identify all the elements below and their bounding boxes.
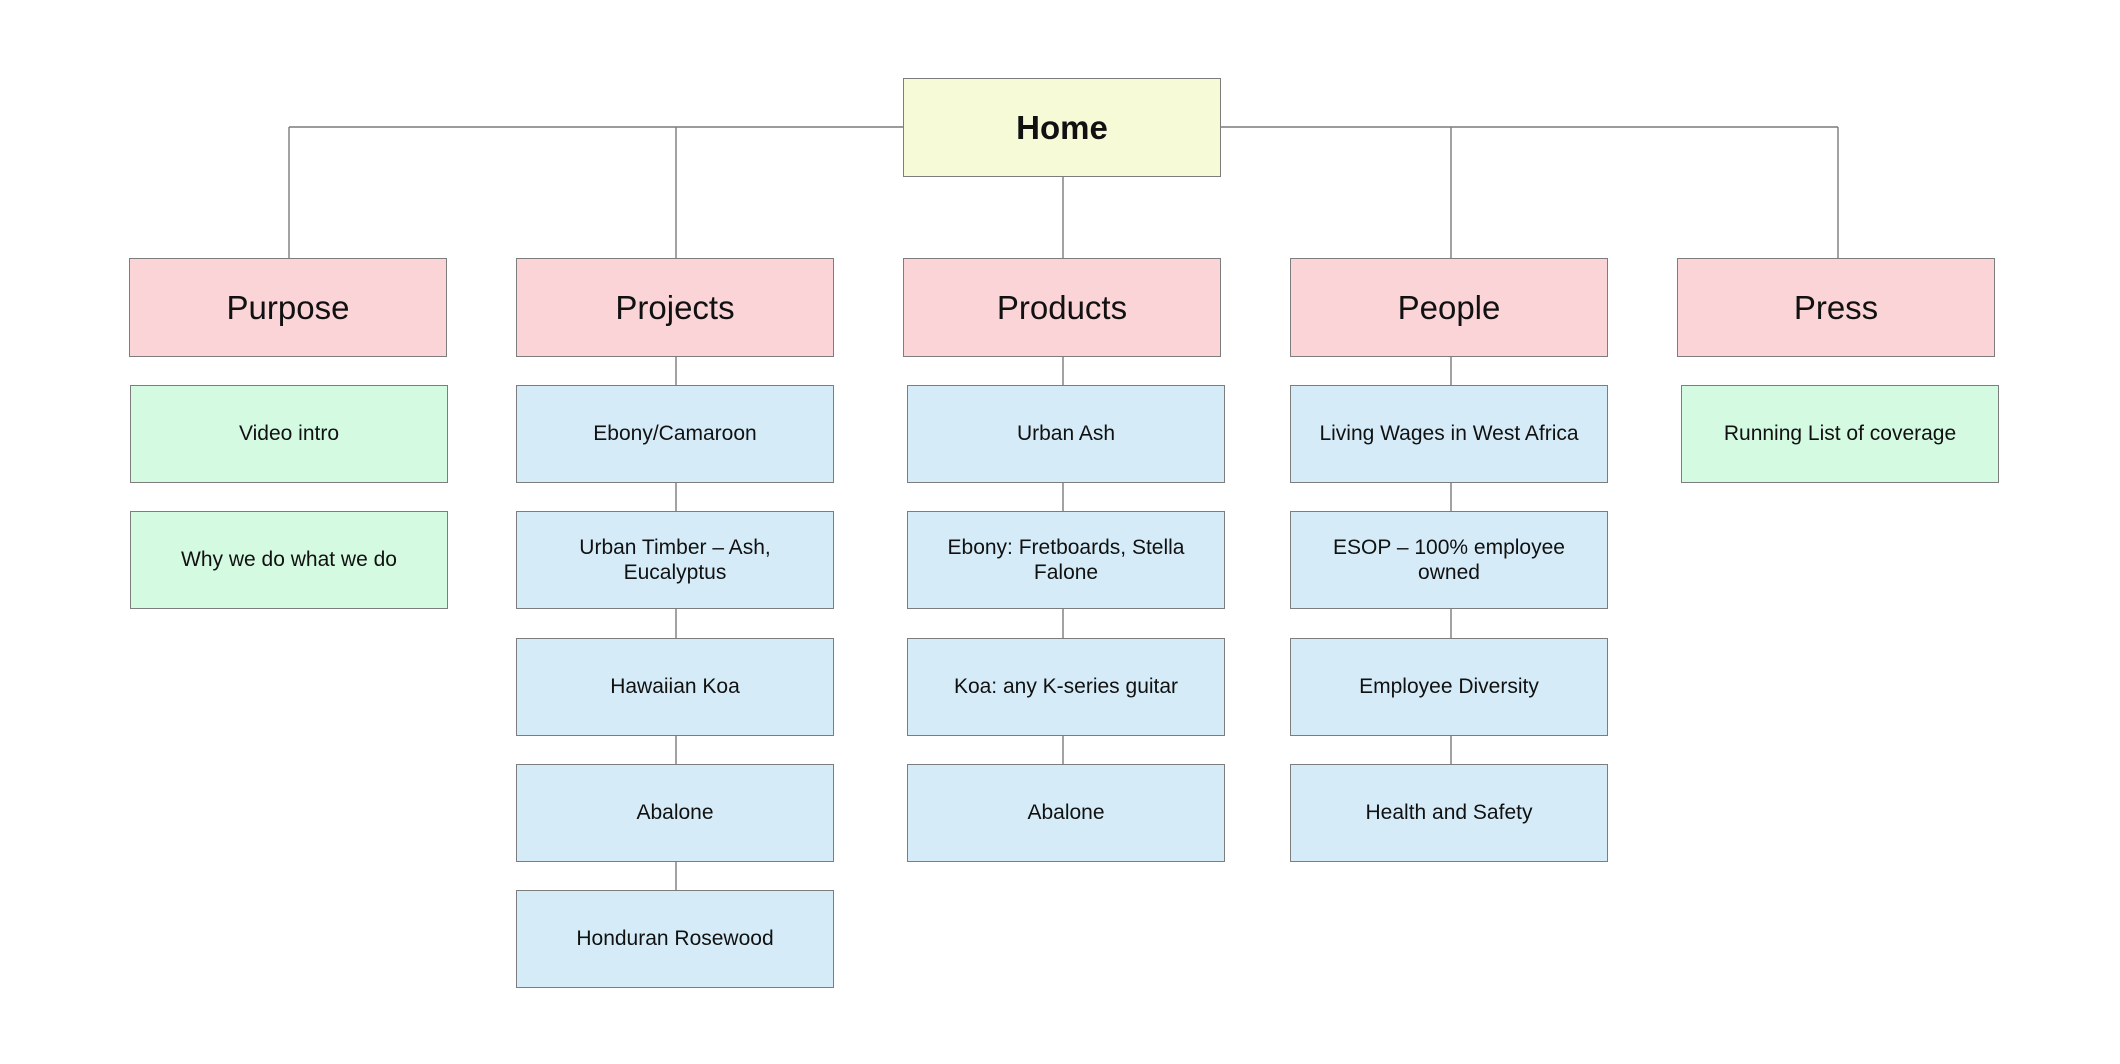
projects-item: Ebony/Camaroon bbox=[516, 385, 834, 483]
section-purpose: Purpose bbox=[129, 258, 447, 357]
section-press: Press bbox=[1677, 258, 1995, 357]
projects-item: Abalone bbox=[516, 764, 834, 862]
projects-item: Hawaiian Koa bbox=[516, 638, 834, 736]
products-item: Ebony: Fretboards, Stella Falone bbox=[907, 511, 1225, 609]
section-people: People bbox=[1290, 258, 1608, 357]
products-item: Abalone bbox=[907, 764, 1225, 862]
products-item: Urban Ash bbox=[907, 385, 1225, 483]
press-item: Running List of coverage bbox=[1681, 385, 1999, 483]
people-item: Employee Diversity bbox=[1290, 638, 1608, 736]
people-item: Health and Safety bbox=[1290, 764, 1608, 862]
section-projects: Projects bbox=[516, 258, 834, 357]
projects-item: Urban Timber – Ash, Eucalyptus bbox=[516, 511, 834, 609]
products-item: Koa: any K-series guitar bbox=[907, 638, 1225, 736]
section-products: Products bbox=[903, 258, 1221, 357]
projects-item: Honduran Rosewood bbox=[516, 890, 834, 988]
people-item: Living Wages in West Africa bbox=[1290, 385, 1608, 483]
purpose-item: Video intro bbox=[130, 385, 448, 483]
purpose-item: Why we do what we do bbox=[130, 511, 448, 609]
people-item: ESOP – 100% employee owned bbox=[1290, 511, 1608, 609]
home-node: Home bbox=[903, 78, 1221, 177]
